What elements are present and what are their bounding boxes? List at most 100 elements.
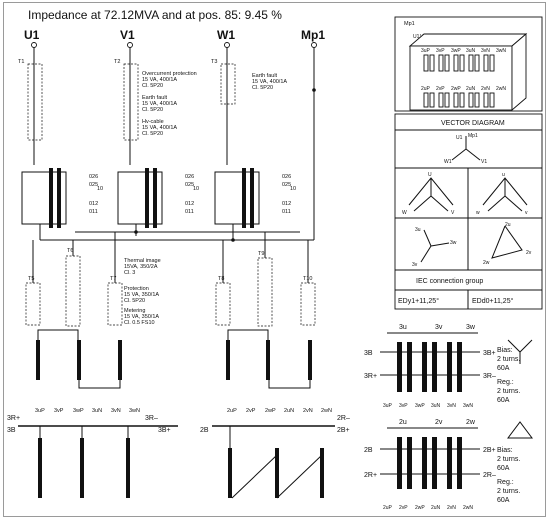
svg-text:V: V	[451, 210, 455, 216]
svg-text:2R+: 2R+	[364, 472, 377, 479]
svg-text:15 VA, 400/1A: 15 VA, 400/1A	[142, 77, 177, 83]
svg-text:3wP: 3wP	[451, 48, 461, 54]
svg-text:2B+: 2B+	[483, 447, 496, 454]
svg-text:3wN: 3wN	[129, 408, 140, 414]
winding-v-bar-b	[153, 168, 157, 228]
svg-text:2uP: 2uP	[383, 505, 393, 511]
svg-text:2vN: 2vN	[447, 505, 456, 511]
ct-t3-body	[220, 63, 236, 105]
svg-text:Hv-cable: Hv-cable	[142, 119, 164, 125]
terminal-v1-label: V1	[120, 28, 135, 42]
tap-u-011: 011	[89, 209, 98, 215]
terminal-w1-label: W1	[217, 28, 235, 42]
winding-u-bar-a	[49, 168, 53, 228]
svg-text:Protection: Protection	[124, 286, 149, 292]
winding-u-core	[21, 171, 67, 225]
svg-text:2w: 2w	[483, 260, 490, 266]
ct-t7-body	[107, 282, 123, 326]
main-terminals: U1 V1 W1 Mp1	[24, 28, 325, 165]
svg-text:3vN: 3vN	[481, 48, 490, 54]
svg-text:3uN: 3uN	[92, 408, 102, 414]
tap-w-10: 10	[290, 186, 296, 192]
svg-text:U1: U1	[456, 135, 463, 141]
svg-text:3R–: 3R–	[483, 373, 496, 380]
tap-v-026: 026	[185, 174, 194, 180]
tap-labels: 026 025 10 012 011 026 025 10 012 011 02…	[89, 174, 296, 215]
lower-winding-2	[77, 340, 81, 380]
svg-text:Bias:: Bias:	[497, 347, 513, 354]
winding-3-bar-3	[126, 438, 130, 498]
svg-text:U1: U1	[413, 34, 420, 40]
svg-text:3vP: 3vP	[436, 48, 445, 54]
svg-text:2 turns.: 2 turns.	[497, 356, 520, 363]
svg-text:3R+: 3R+	[364, 373, 377, 380]
winding-w-bar-a	[242, 168, 246, 228]
svg-text:2w: 2w	[466, 419, 476, 426]
svg-text:60A: 60A	[497, 497, 510, 504]
neutral-wiring	[39, 90, 315, 242]
ct-t5-label: T5	[28, 276, 34, 282]
lower-winding-1	[36, 340, 40, 380]
top-current-transformers: T1 T2 T3 Overcurrent protection 15 VA, 4…	[18, 59, 287, 141]
winding-3-group: 3R+ 3B 3R– 3B+ 3uP 3vP 3wP 3uN 3vN 3wN	[7, 408, 178, 498]
winding-3-right-top: 3R–	[145, 415, 158, 422]
winding-u-bar-b	[57, 168, 61, 228]
tap-v-012: 012	[185, 201, 194, 207]
ct-t6-specs: Thermal image 15VA, 350/2A Cl. 3	[124, 258, 161, 276]
tank-side-face	[511, 33, 527, 111]
svg-text:2uN: 2uN	[466, 86, 476, 92]
svg-text:3vP: 3vP	[54, 408, 64, 414]
svg-text:Earth fault: Earth fault	[252, 73, 278, 79]
svg-text:2u: 2u	[399, 419, 407, 426]
ct-t5-body	[25, 282, 41, 326]
svg-text:3vN: 3vN	[447, 403, 456, 409]
winding-3-left-bottom: 3B	[7, 427, 16, 434]
svg-text:3w: 3w	[466, 324, 476, 331]
svg-text:3wP: 3wP	[415, 403, 425, 409]
svg-text:2wP: 2wP	[451, 86, 461, 92]
svg-text:Cl. 5P20: Cl. 5P20	[252, 85, 273, 91]
tank-top-face	[408, 33, 528, 47]
winding-v-core	[117, 171, 163, 225]
vector-diagram: VECTOR DIAGRAM U1 Mp1 V1 W1 U W V u w v	[394, 113, 543, 310]
svg-text:3uP: 3uP	[35, 408, 45, 414]
svg-text:2wP: 2wP	[415, 505, 425, 511]
svg-text:15 VA, 400/1A: 15 VA, 400/1A	[252, 79, 287, 85]
ct-t6-label: T6	[67, 248, 73, 254]
ct-t3-label: T3	[211, 59, 217, 65]
svg-text:3uP: 3uP	[383, 403, 393, 409]
svg-text:Reg.:: Reg.:	[497, 379, 514, 386]
connection-group-right: EDd0+11,25°	[472, 297, 514, 305]
winding-3-left-top: 3R+	[7, 415, 20, 422]
svg-text:60A: 60A	[497, 365, 510, 372]
winding-2-bar-3	[320, 448, 324, 498]
tap-w-012: 012	[282, 201, 291, 207]
tap-u-026: 026	[89, 174, 98, 180]
ct-t7-label: T7	[110, 276, 116, 282]
svg-text:Cl. 5P20: Cl. 5P20	[142, 107, 163, 113]
ct-t1-body	[27, 63, 43, 141]
terminal-u1-node	[31, 42, 37, 48]
svg-text:3B: 3B	[364, 350, 373, 357]
winding-3-bar-2	[80, 438, 84, 498]
tap-v-025: 025	[185, 182, 194, 188]
svg-text:60A: 60A	[497, 465, 510, 472]
terminal-u1-label: U1	[24, 28, 40, 42]
bus-3-group: 3u 3v 3w 3B 3R+ 3B+ 3R– 3uP 3vP 3wP 3uN …	[364, 324, 533, 409]
ct-t3-specs: Earth fault 15 VA, 400/1A Cl. 5P20	[252, 73, 287, 91]
svg-text:W: W	[402, 210, 407, 216]
svg-text:15VA, 350/2A: 15VA, 350/2A	[124, 264, 158, 270]
winding-2-bar-1	[228, 448, 232, 498]
ct-t6-body	[65, 255, 81, 327]
svg-text:3v: 3v	[412, 262, 418, 268]
ct-t10-body	[300, 282, 316, 326]
svg-text:Cl. 3: Cl. 3	[124, 270, 135, 276]
winding-3-right-bottom: 3B+	[158, 427, 171, 434]
bottom-current-transformers: T5 T6 T7 T8 T9 T10 Thermal image 15VA, 3…	[25, 248, 316, 327]
ct-t7-specs: Protection 15 VA, 350/1A Cl. 5P20 Meteri…	[124, 286, 159, 326]
svg-text:3wP: 3wP	[73, 408, 84, 414]
svg-text:Thermal image: Thermal image	[124, 258, 161, 264]
svg-text:2wN: 2wN	[463, 505, 473, 511]
svg-text:2vP: 2vP	[399, 505, 408, 511]
winding-2-right-top: 2R–	[337, 415, 350, 422]
